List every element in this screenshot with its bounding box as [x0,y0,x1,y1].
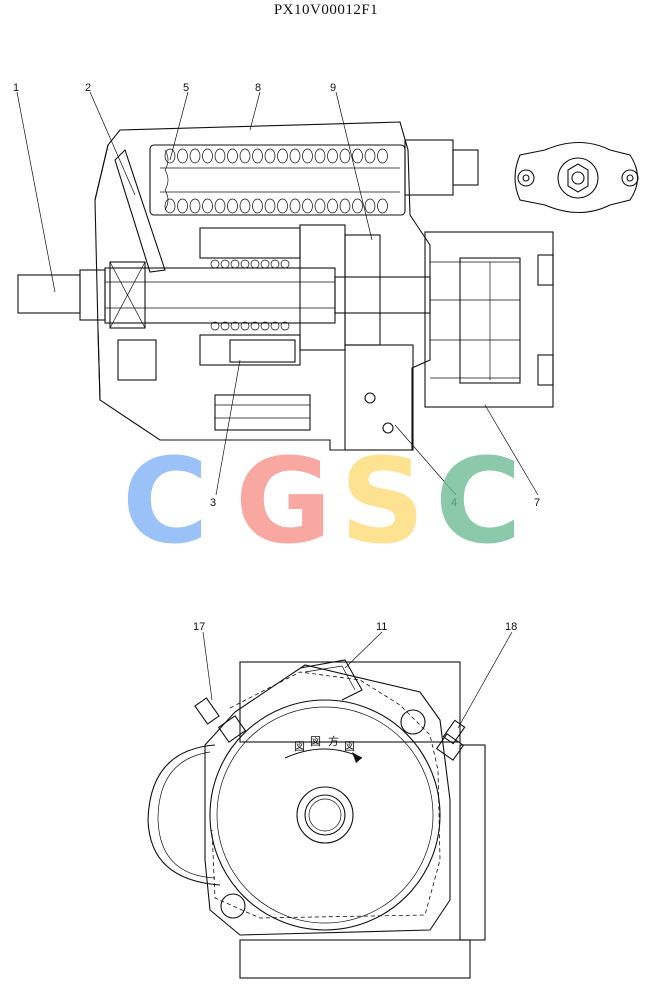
spring-coil [252,198,263,214]
bearing-ball [250,321,260,331]
bearing-ball [220,321,230,331]
cover-plate-view [514,142,639,213]
bearing-ball [240,321,250,331]
spring-coil [314,148,326,164]
bearing-ball [260,259,270,269]
spring-coil [177,148,188,164]
spring-coil [239,198,251,214]
rotation-mark-1: 図 [294,740,305,753]
spring-coil [377,148,388,164]
spring-coil [327,198,338,214]
bearing-ball [230,321,240,331]
watermark-letter-4: C [435,432,522,570]
spring-coil [364,148,376,164]
spring-coil [302,148,313,164]
callout-leaders-top [16,91,539,496]
callout-17: 17 [193,621,205,633]
spring-coil [227,148,238,164]
spring-coil [302,198,313,214]
watermark: C G S C [122,432,522,570]
spring-coil [177,198,188,214]
spring-coil [364,198,376,214]
bearing-balls [210,259,290,331]
bearing-ball [280,259,290,269]
callout-11: 11 [376,621,387,633]
rotation-mark-4: 図 [344,740,355,753]
rotation-marks: 図 図 方 図 [294,734,355,753]
bearing-ball [250,259,260,269]
callout-labels-bottom: 17 11 18 [193,621,517,633]
spring-coil [289,148,301,164]
bearing-ball [220,259,230,269]
spring-coil [339,148,351,164]
spring-coil [189,198,201,214]
spring-coil [277,148,288,164]
watermark-letter-1: C [122,432,209,570]
watermark-letter-3: S [340,432,425,570]
bearing-ball [280,321,290,331]
spring-coil [214,148,226,164]
spring-coil [189,148,201,164]
spring-coil [314,198,326,214]
spring-coil [289,198,301,214]
spring-coil [239,148,251,164]
pump-front-view [147,659,486,979]
spring-coil [202,198,213,214]
spring-coil [377,198,388,214]
spring-coil [264,198,276,214]
callout-18: 18 [505,621,517,633]
bearing-ball [270,259,280,269]
callout-5: 5 [183,82,189,94]
drawing-code: PX10V00012F1 [273,2,379,18]
spring-coil [352,148,363,164]
bearing-ball [210,259,220,269]
spring-coil [277,198,288,214]
pump-section-view [17,121,554,451]
bearing-ball [230,259,240,269]
callout-labels-top: 1 2 5 8 9 3 4 7 [13,82,540,509]
callout-8: 8 [255,82,261,94]
spring-coil [252,148,263,164]
rotation-mark-2: 図 [310,735,321,748]
spring-coil [214,198,226,214]
spring-coil [327,148,338,164]
spring-coils [164,149,169,211]
watermark-letter-2: G [235,432,332,570]
callout-3: 3 [210,497,216,509]
callout-7: 7 [534,497,540,509]
bearing-ball [210,321,220,331]
callout-1: 1 [13,82,19,94]
callout-4: 4 [451,497,457,509]
spring-coil-set [164,148,388,214]
callout-leaders-bottom [202,631,513,729]
spring-coil [352,198,363,214]
spring-coil [164,198,176,214]
spring-coil [339,198,351,214]
rotation-mark-3: 方 [328,734,339,748]
bearing-ball [270,321,280,331]
spring-coil [264,148,276,164]
bearing-ball [260,321,270,331]
spring-coil [164,148,176,164]
callout-9: 9 [330,82,336,94]
bearing-ball [240,259,250,269]
callout-2: 2 [85,82,91,94]
spring-coil [202,148,213,164]
spring-coil [227,198,238,214]
